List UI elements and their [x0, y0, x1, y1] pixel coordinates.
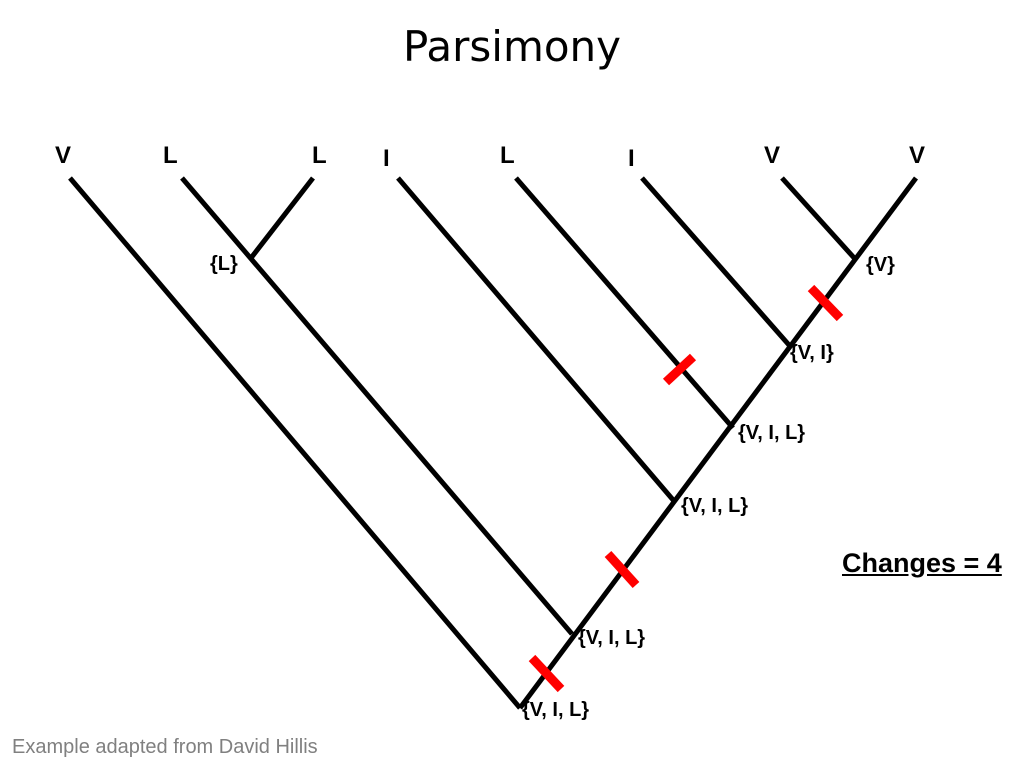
branch-leaf-8-spine	[517, 176, 919, 710]
node-state-set: {V, I, L}	[681, 495, 749, 517]
credit-text: Example adapted from David Hillis	[12, 736, 318, 758]
node-state-set: {V}	[866, 254, 895, 276]
leaf-label-5: L	[500, 142, 515, 169]
branch-leaf-2	[180, 176, 574, 636]
leaf-label-1: V	[55, 142, 72, 169]
node-state-set: {V, I, L}	[522, 699, 590, 721]
leaf-label-4: I	[383, 145, 390, 172]
leaf-label-3: L	[312, 142, 327, 169]
branch-leaf-1	[68, 176, 522, 710]
change-mark	[604, 550, 640, 589]
change-mark	[528, 654, 565, 693]
node-state-set: {V, I, L}	[578, 627, 646, 649]
branch-leaf-6	[640, 176, 791, 347]
change-mark	[807, 284, 844, 322]
page-title: Parsimony	[402, 22, 622, 71]
branch-leaf-7	[780, 176, 858, 262]
leaf-label-8: V	[909, 142, 926, 169]
branch-leaf-3	[249, 176, 315, 260]
leaf-label-6: I	[628, 145, 635, 172]
node-state-set: {V, I}	[790, 342, 834, 364]
node-state-set: {V, I, L}	[738, 422, 806, 444]
node-state-set: {L}	[210, 253, 238, 275]
leaf-label-2: L	[163, 142, 178, 169]
changes-count-label: Changes = 4	[842, 548, 1002, 578]
branch-leaf-5	[514, 176, 735, 430]
change-mark	[662, 353, 697, 386]
leaf-label-7: V	[764, 142, 781, 169]
branch-leaf-4	[396, 176, 676, 503]
